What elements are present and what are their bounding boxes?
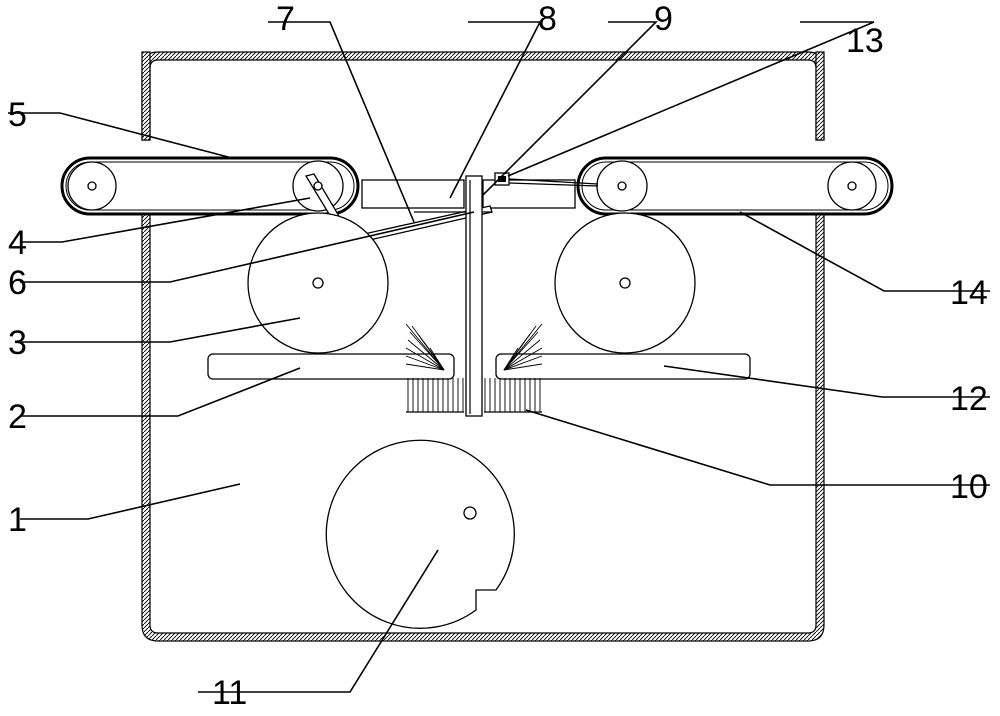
label-14: 14	[950, 274, 988, 312]
label-9: 9	[654, 0, 673, 38]
housing-frame	[141, 51, 825, 642]
right-roller-axle	[619, 277, 631, 289]
central-shaft	[465, 175, 483, 417]
right-conveyor-belt	[576, 156, 894, 216]
leader-lines	[8, 21, 990, 693]
label-11: 11	[212, 674, 248, 712]
label-7: 7	[276, 0, 295, 38]
label-4: 4	[8, 224, 27, 262]
left-brush	[405, 323, 464, 413]
sensor-box	[494, 172, 599, 187]
label-1: 1	[8, 501, 27, 539]
label-12: 12	[950, 380, 988, 418]
drum	[325, 439, 515, 629]
label-6: 6	[8, 264, 27, 302]
label-10: 10	[950, 468, 988, 506]
left-guide-plate	[207, 353, 455, 380]
left-roller-axle	[312, 277, 324, 289]
label-13: 13	[846, 22, 884, 60]
left-conveyor-belt	[60, 156, 360, 216]
right-brush	[484, 323, 543, 413]
label-8: 8	[538, 0, 557, 38]
label-3: 3	[8, 324, 27, 362]
label-5: 5	[8, 96, 27, 134]
right-guide-plate	[495, 353, 751, 380]
label-2: 2	[8, 398, 27, 436]
